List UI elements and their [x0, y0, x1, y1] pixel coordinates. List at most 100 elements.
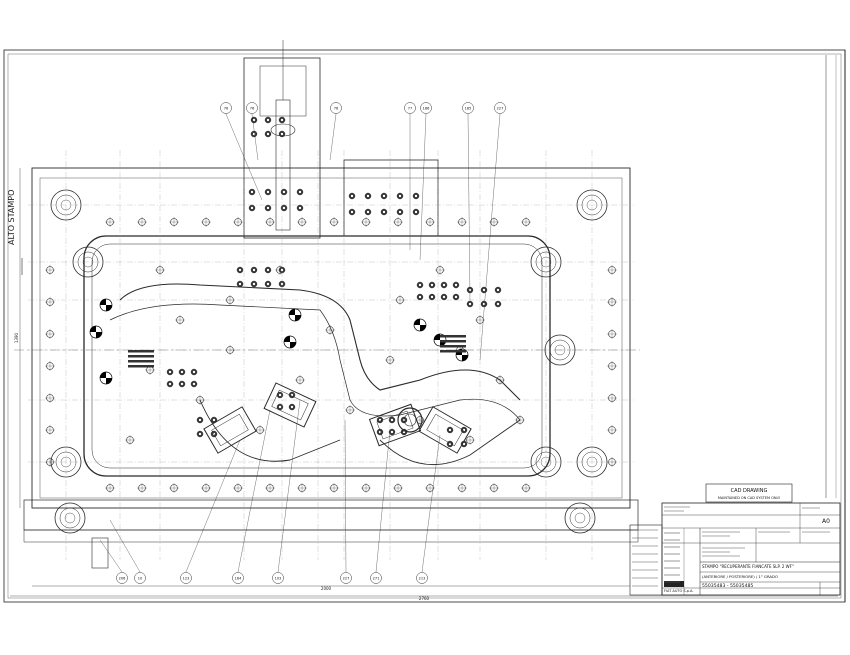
part-flange-right — [379, 419, 521, 466]
top-right-block — [343, 159, 439, 237]
guide-bushing — [564, 502, 596, 534]
cap-screw-socket — [180, 370, 184, 374]
callout-balloon-label: 227 — [497, 107, 504, 111]
datum-target-fill — [462, 355, 468, 361]
leader-line — [109, 519, 141, 573]
guide-bushing-inner — [59, 507, 81, 529]
cavity-outline — [83, 235, 551, 477]
cam-unit-inner — [426, 413, 464, 447]
engraved-text-block — [128, 350, 154, 353]
leader-line — [251, 113, 259, 161]
cap-screw-socket — [266, 132, 270, 136]
cap-screw-socket — [192, 382, 196, 386]
datum-target-fill — [284, 336, 290, 342]
dim-bottom-outer: 2760 — [419, 596, 430, 601]
part-numbers: 55035483 - 55035485 — [702, 583, 753, 589]
leader-line — [421, 434, 441, 573]
cap-screw-socket — [468, 302, 472, 306]
callout-balloon — [494, 102, 506, 114]
title-block-left-col — [629, 524, 663, 596]
cap-screw-socket — [430, 295, 434, 299]
datum-target-fill — [100, 299, 106, 305]
callout-balloon-label: 76 — [250, 107, 254, 111]
drawing-subtitle: (ANTERIORE / POSTERIORE) / 1° GRADO — [702, 574, 778, 579]
datum-target-fill — [96, 332, 102, 338]
callout-balloon-label: 10 — [138, 577, 142, 581]
cap-screw-socket — [414, 210, 418, 214]
callout-balloon-label: 185 — [465, 107, 472, 111]
cap-screw-socket — [448, 428, 452, 432]
engraved-text-block — [128, 360, 154, 363]
cam-unit-inner — [376, 410, 414, 440]
part-flange-left — [199, 399, 341, 462]
sheet-size: A0 — [822, 518, 830, 525]
dim-bottom-inner: 2000 — [321, 586, 332, 591]
callout-balloon-label: 76 — [334, 107, 338, 111]
cap-screw-socket — [280, 132, 284, 136]
leader-line — [237, 409, 271, 573]
callout-balloon — [180, 572, 192, 584]
cap-screw-socket — [180, 382, 184, 386]
leader-line — [185, 439, 241, 573]
cap-screw-socket — [454, 295, 458, 299]
guide-bushing-inner — [569, 507, 591, 529]
cap-screw-socket — [198, 418, 202, 422]
engraved-text-block — [440, 335, 466, 338]
cap-screw-socket — [252, 118, 256, 122]
engraved-text-block — [440, 350, 466, 353]
cap-screw-socket — [350, 210, 354, 214]
datum-target-fill — [289, 309, 295, 315]
drawing-title: STAMPO "RECUPERANTE FIANCATE SLP. 2 WF" — [702, 564, 794, 569]
cap-screw-socket — [266, 206, 270, 210]
side-label: ALTO STAMPO — [7, 190, 16, 245]
datum-target-fill — [90, 326, 96, 332]
leader-line — [225, 113, 263, 201]
engraved-text-block — [440, 340, 466, 343]
datum-target-fill — [414, 319, 420, 325]
leader-line — [375, 429, 391, 573]
cap-screw-socket — [390, 430, 394, 434]
callout-balloon-label: 77 — [408, 107, 412, 111]
cap-screw-socket — [280, 118, 284, 122]
cad-stamp-box — [705, 483, 793, 503]
callout-balloon — [220, 102, 232, 114]
cap-screw-socket — [454, 283, 458, 287]
cap-screw-socket — [238, 268, 242, 272]
company-logo — [664, 581, 684, 587]
cap-screw-socket — [462, 442, 466, 446]
callout-balloon — [116, 572, 128, 584]
cap-screw-socket — [168, 382, 172, 386]
cad-stamp-line1: CAD DRAWING — [731, 488, 768, 494]
cam-pivot-inner — [403, 413, 417, 427]
cap-screw-socket — [266, 190, 270, 194]
cam-unit — [418, 406, 472, 454]
cap-screw-socket — [290, 405, 294, 409]
callout-balloon-label: 213 — [419, 577, 426, 581]
part-profile — [119, 283, 521, 401]
company-name: FIAT AUTO S.p.A. — [664, 589, 694, 593]
callout-balloon-label: 76 — [224, 107, 228, 111]
cam-unit — [263, 382, 317, 428]
cap-screw-socket — [298, 206, 302, 210]
cap-screw-socket — [398, 194, 402, 198]
die-outer-plate — [31, 167, 631, 509]
datum-target-fill — [434, 334, 440, 340]
cavity-inner — [91, 243, 543, 469]
guide-bushing-core — [574, 512, 586, 524]
cap-screw-socket — [482, 302, 486, 306]
cap-screw-socket — [282, 190, 286, 194]
cap-screw-socket — [282, 206, 286, 210]
cap-screw-socket — [382, 210, 386, 214]
cap-screw-socket — [198, 432, 202, 436]
cap-screw-socket — [212, 418, 216, 422]
cam-unit-inner — [211, 413, 249, 447]
datum-target-fill — [290, 342, 296, 348]
callout-balloon-label: 103 — [275, 577, 282, 581]
callout-balloon — [246, 102, 258, 114]
cap-screw-socket — [168, 370, 172, 374]
cap-screw-socket — [252, 268, 256, 272]
dim-left: 1390 — [14, 332, 19, 343]
cap-screw-socket — [496, 288, 500, 292]
callout-balloon-label: 123 — [183, 577, 190, 581]
cap-screw-socket — [430, 283, 434, 287]
